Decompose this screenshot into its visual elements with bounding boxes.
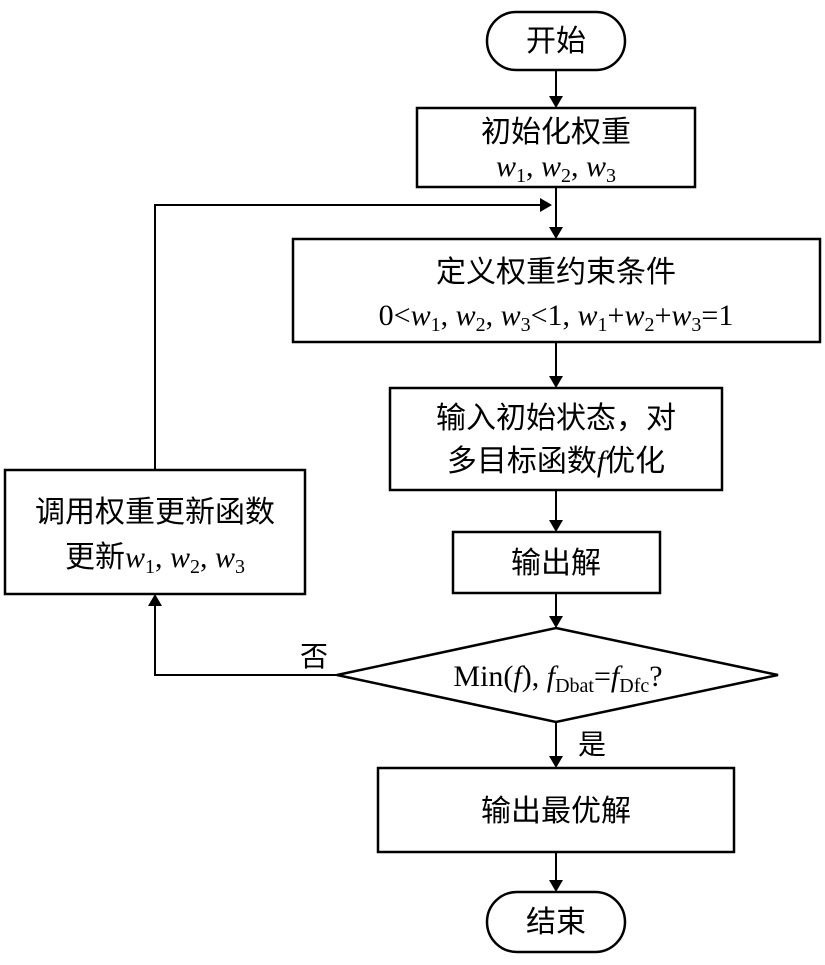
node-start: 开始 [485,10,627,72]
arrowhead [549,376,563,388]
arrowhead [540,198,552,212]
arrowhead [549,756,563,768]
node-optimize-line2: 多目标函数f优化 [447,444,665,479]
node-end: 结束 [485,890,627,954]
edge-label-yes: 是 [578,728,606,761]
node-init-weights-line1: 初始化权重 [481,115,631,150]
edges [148,70,563,892]
arrowhead [549,227,563,239]
node-optimize-line1: 输入初始状态，对 [436,401,676,436]
node-start-label: 开始 [526,24,586,59]
arrowhead [148,594,162,606]
node-update-line2: 更新w1, w2, w3 [65,540,245,578]
edge-update-to-loop [154,204,542,470]
node-best-label: 输出最优解 [481,794,631,829]
node-best: 输出最优解 [376,766,736,854]
node-output: 输出解 [451,530,662,595]
arrowhead [549,520,563,532]
node-optimize: 输入初始状态，对 多目标函数f优化 [388,386,724,492]
node-init-weights-vars: w1, w2, w3 [496,150,616,187]
node-decision: Min(f), fDbat=fDfc? [336,626,779,724]
node-end-label: 结束 [526,905,586,940]
arrowhead [549,96,563,108]
node-update: 调用权重更新函数 更新w1, w2, w3 [3,468,307,596]
node-constraints-line2: 0<w1, w2, w3<1, w1+w2+w3=1 [379,299,734,336]
node-update-line1: 调用权重更新函数 [35,495,275,530]
node-init-weights: 初始化权重 w1, w2, w3 [415,106,697,189]
node-output-label: 输出解 [511,546,601,581]
arrowhead [549,880,563,892]
arrowhead [549,616,563,628]
edge-decision-to-update [154,604,337,676]
node-constraints: 定义权重约束条件 0<w1, w2, w3<1, w1+w2+w3=1 [291,237,822,344]
node-constraints-line1: 定义权重约束条件 [436,255,676,290]
edge-label-no: 否 [300,640,328,673]
node-decision-label: Min(f), fDbat=fDfc? [453,660,662,697]
